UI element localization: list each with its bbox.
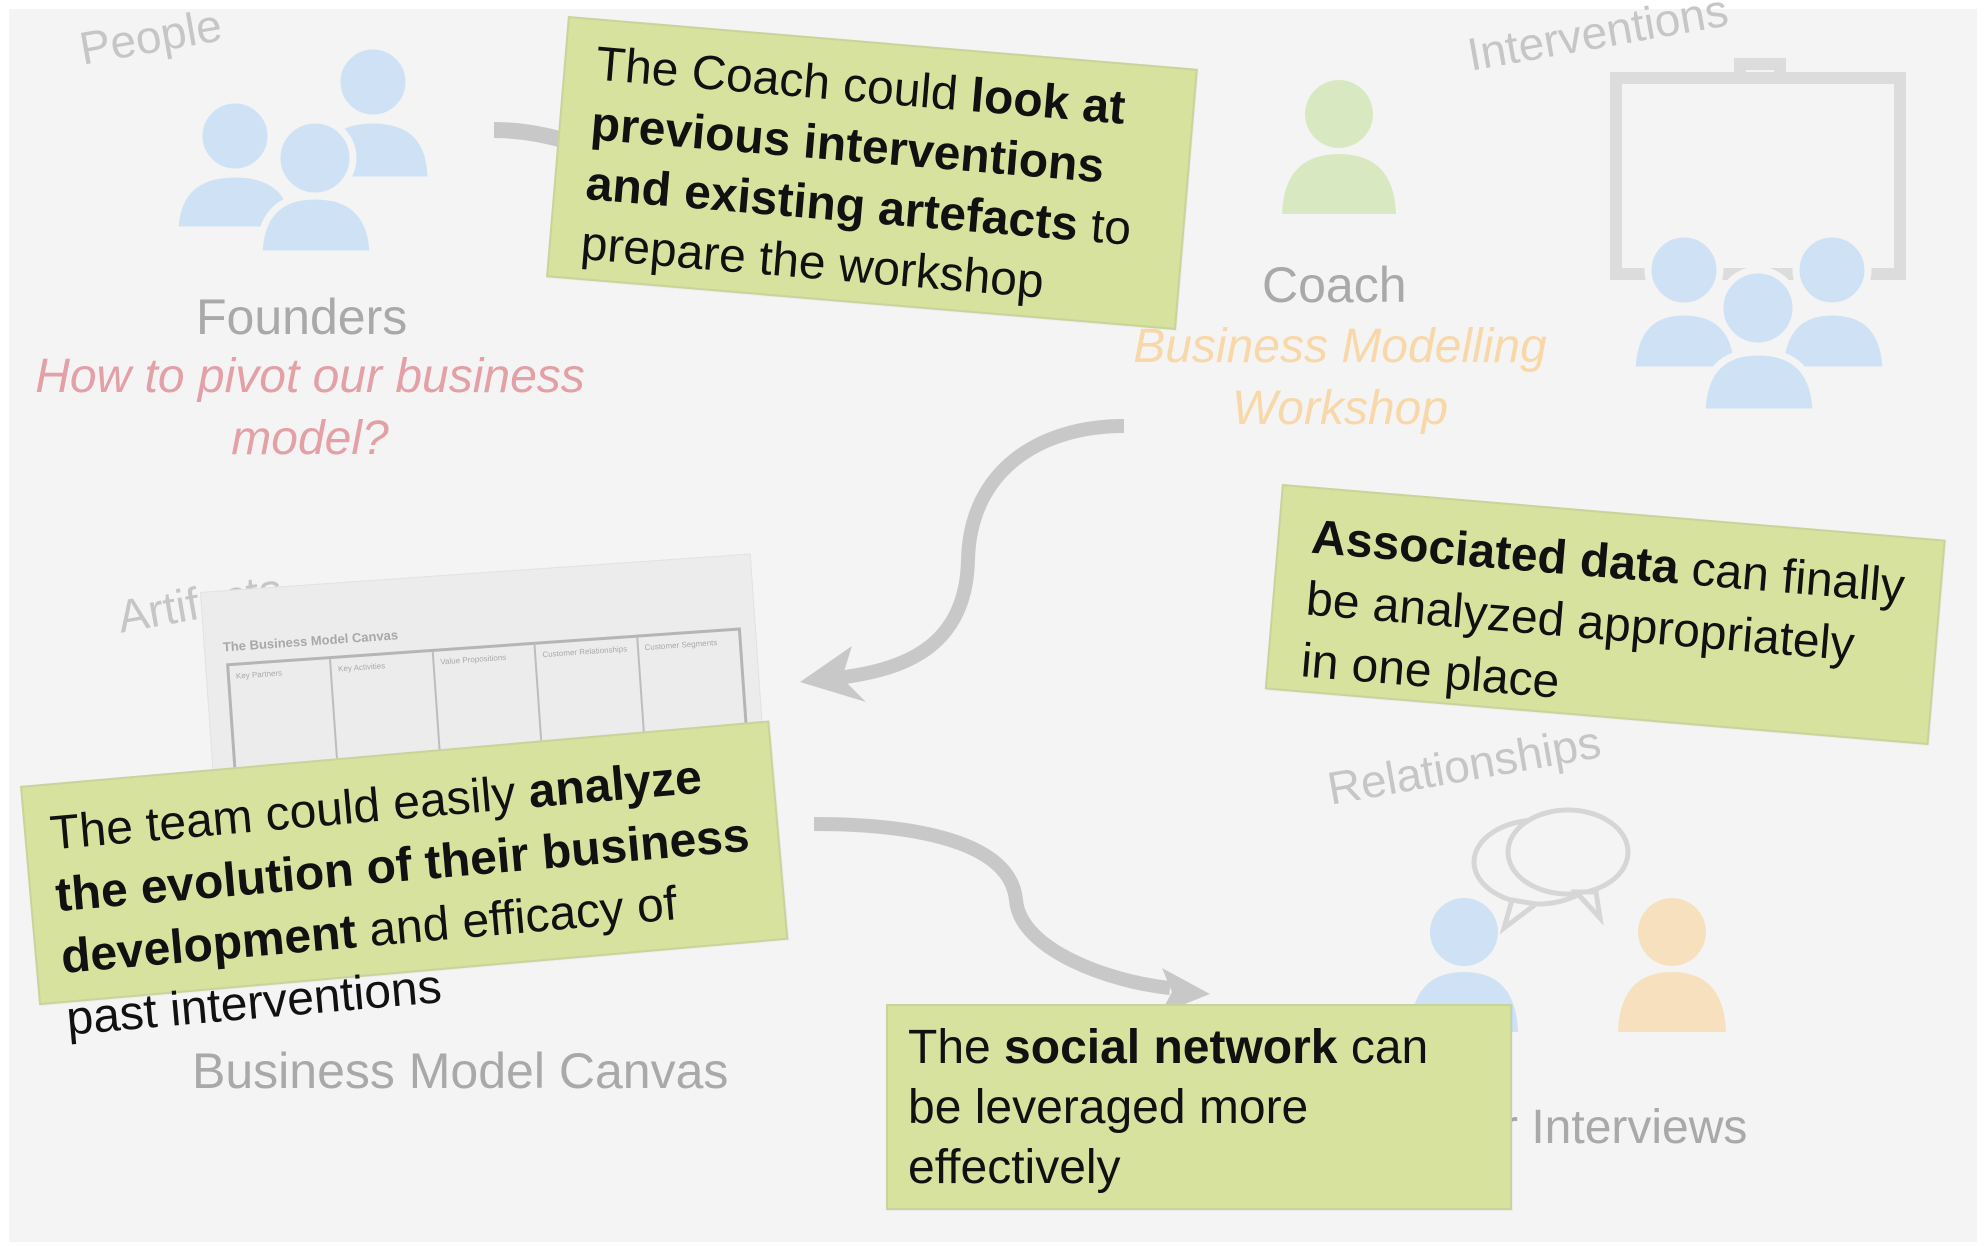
interviews-label: r Interviews xyxy=(1502,1101,1748,1154)
canvas-thumbnail-title: The Business Model Canvas xyxy=(222,627,399,655)
canvas-column-label: Key Partners xyxy=(235,668,283,681)
founders-group-icon xyxy=(171,42,435,258)
arrow-to-canvas xyxy=(800,419,1125,702)
note-coach-preparation: The Coach could look at previous interve… xyxy=(546,16,1198,330)
coach-person-icon xyxy=(1282,80,1396,214)
canvas-column-label: Key Activities xyxy=(337,661,386,674)
note-social-bold: social network xyxy=(1004,1021,1338,1074)
note-social-text-2: can be leveraged more effectively xyxy=(908,1021,1429,1194)
canvas-column-label: Customer Relationships xyxy=(542,644,628,660)
founders-label: Founders xyxy=(196,289,408,345)
coach-label: Coach xyxy=(1262,257,1407,313)
workshop-label-line2: Workshop xyxy=(1231,382,1449,435)
canvas-column-label: Customer Segments xyxy=(644,638,718,653)
arrow-to-social xyxy=(813,817,1210,1014)
note-social-text-1: The xyxy=(908,1021,1005,1074)
canvas-label: Business Model Canvas xyxy=(192,1043,729,1099)
founders-question-line1: How to pivot our business xyxy=(35,350,585,403)
note-social-network: The social network can be leveraged more… xyxy=(886,1004,1512,1210)
interventions-workshop-icon xyxy=(1610,58,1906,416)
workshop-label-line1: Business Modelling xyxy=(1133,320,1547,373)
founders-question-line2: model? xyxy=(231,412,389,465)
founders-question: How to pivot our business model? xyxy=(0,346,620,470)
workshop-label: Business Modelling Workshop xyxy=(1080,316,1600,440)
canvas-column-label: Value Propositions xyxy=(439,652,507,667)
